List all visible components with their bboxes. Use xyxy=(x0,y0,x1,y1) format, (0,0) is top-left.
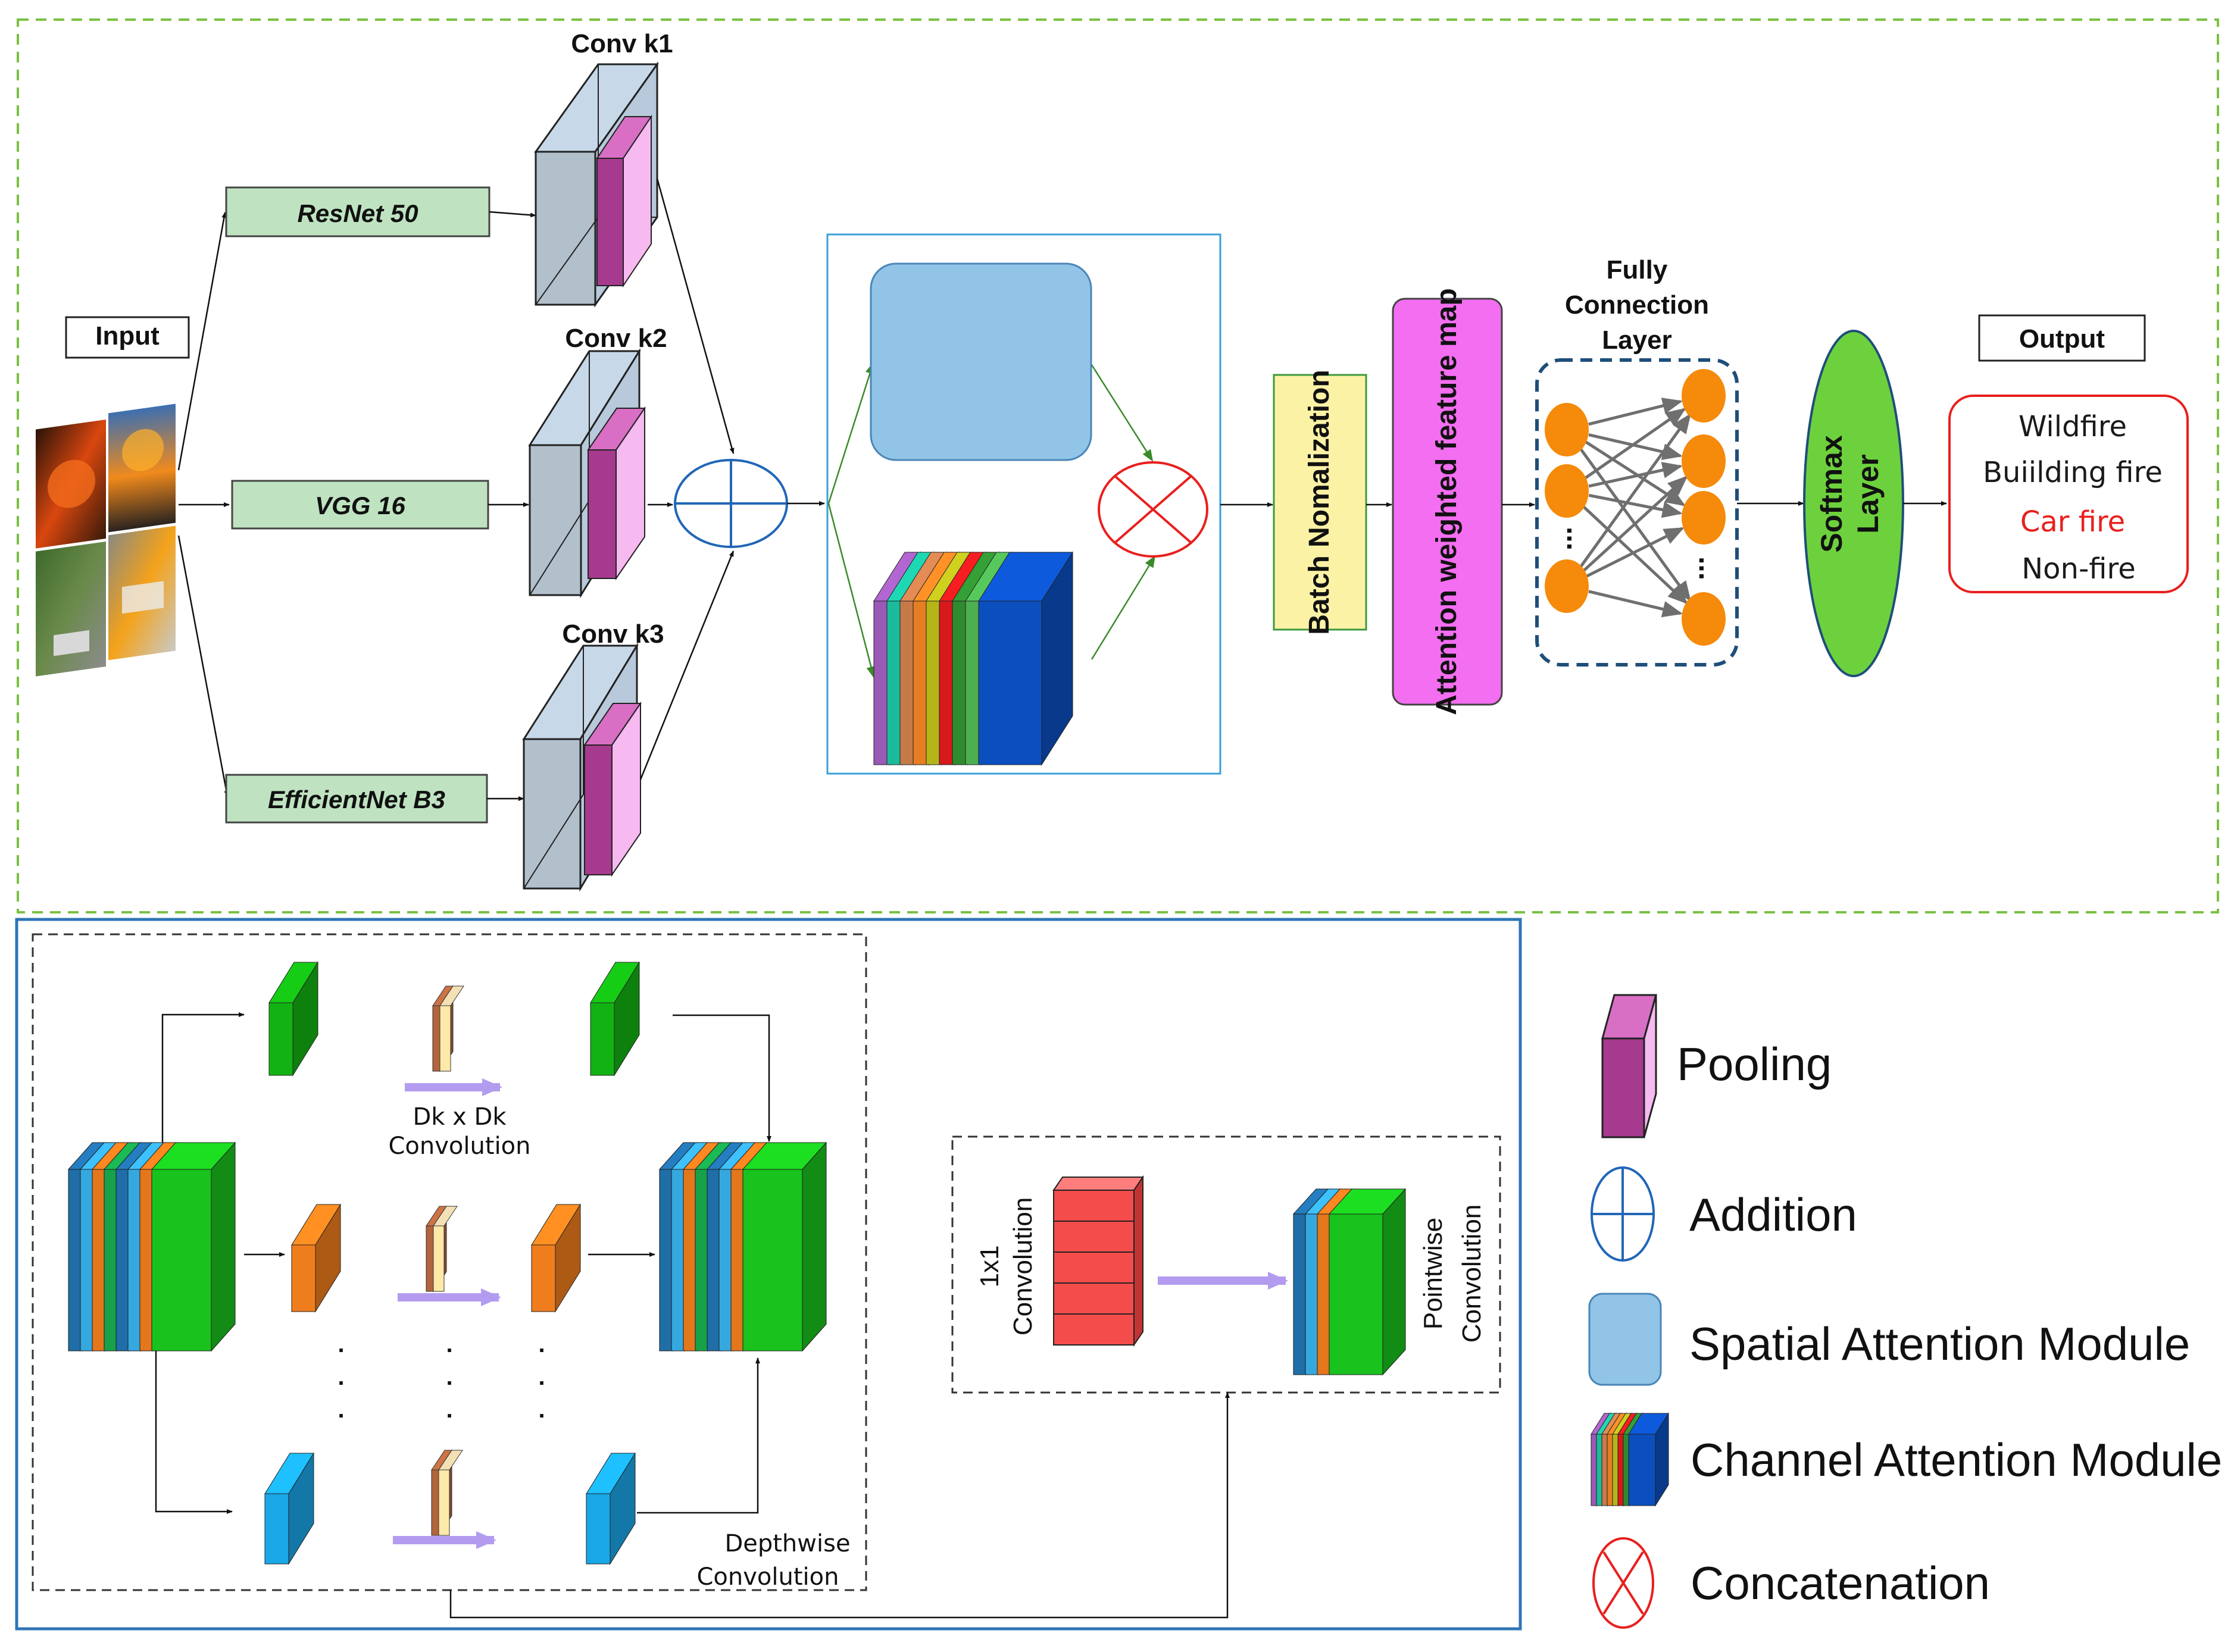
attention-weighted-map-label: Attention weighted feature map xyxy=(1431,288,1463,715)
input-images xyxy=(36,403,176,677)
softmax-label: Softmax Layer xyxy=(1815,435,1885,552)
legend-label-concatenation: Concatenation xyxy=(1691,1557,1990,1609)
pooling-icon xyxy=(1601,994,1657,1138)
legend: Pooling Addition Spatial Attention Modul… xyxy=(1588,994,2222,1629)
fc-layer-title: Fully Connection Layer xyxy=(1565,255,1709,355)
output-label: Output xyxy=(2019,324,2105,353)
attention-weighted-map-box xyxy=(1392,298,1503,706)
bottom-panel-border xyxy=(15,918,1522,1631)
one-by-one-conv-label: 1x1 Convolution xyxy=(975,1197,1038,1335)
svg-text:Layer: Layer xyxy=(1851,454,1885,533)
conv-addition-arrows xyxy=(639,178,735,780)
pointwise-conv-label: Pointwise Convolution xyxy=(1418,1204,1486,1343)
backbone-boxes: ResNet 50 VGG 16 EfficientNet B3 xyxy=(225,186,490,824)
depthwise-box xyxy=(32,933,867,1591)
backbone-vgg-label: VGG 16 xyxy=(315,492,405,520)
backbone-vgg-box xyxy=(231,480,489,530)
conv-k2-label: Conv k2 xyxy=(565,324,667,353)
output-class-non-fire: Non-fire xyxy=(2021,552,2135,586)
svg-text:Convolution: Convolution xyxy=(1457,1204,1486,1343)
spatial-attention-icon xyxy=(1588,1293,1662,1386)
depthwise-feature-maps xyxy=(67,961,1407,1565)
backbone-conv-arrows xyxy=(487,211,536,801)
conv-block-k3 xyxy=(522,642,642,892)
svg-text:.: . xyxy=(538,1331,545,1357)
input-label: Input xyxy=(95,321,160,351)
output-classes: Wildfire Buiilding fire Car fire Non-fir… xyxy=(1983,410,2163,586)
fc-left-ellipsis: ... xyxy=(1546,527,1578,550)
svg-text:Pointwise: Pointwise xyxy=(1418,1218,1448,1329)
svg-text:Fully: Fully xyxy=(1607,255,1668,284)
svg-text:Layer: Layer xyxy=(1602,326,1671,355)
output-class-building-fire: Buiilding fire xyxy=(1983,456,2163,489)
output-label-box xyxy=(1978,314,2146,362)
backbone-resnet-box xyxy=(225,186,490,237)
svg-text:.: . xyxy=(338,1364,344,1390)
svg-text:.: . xyxy=(538,1364,545,1390)
legend-label-pooling: Pooling xyxy=(1677,1038,1832,1090)
svg-text:Connection: Connection xyxy=(1565,290,1709,320)
concatenation-icon xyxy=(1592,1537,1654,1629)
addition-icon xyxy=(1591,1166,1655,1262)
conv-k3-label: Conv k3 xyxy=(562,620,664,649)
batch-normalization-label: Batch Nomalization xyxy=(1304,370,1335,634)
svg-text:Convolution: Convolution xyxy=(1008,1197,1038,1335)
svg-text:.: . xyxy=(446,1331,452,1357)
legend-label-spatial-attention: Spatial Attention Module xyxy=(1689,1318,2190,1370)
batch-normalization-box xyxy=(1273,374,1367,631)
svg-text:Softmax: Softmax xyxy=(1815,435,1848,552)
channel-attention-icon xyxy=(1591,1412,1669,1507)
svg-text:Convolution: Convolution xyxy=(697,1563,839,1591)
output-class-car-fire: Car fire xyxy=(2020,505,2125,539)
depthwise-label: Depthwise Convolution xyxy=(697,1530,851,1591)
channel-attention-module xyxy=(873,551,1073,766)
input-label-box xyxy=(65,316,190,359)
spatial-attention-module xyxy=(870,262,1092,461)
legend-label-addition: Addition xyxy=(1689,1188,1857,1241)
output-class-wildfire: Wildfire xyxy=(2019,410,2127,443)
svg-text:.: . xyxy=(338,1397,344,1423)
output-classes-box xyxy=(1948,395,2189,593)
svg-text:.: . xyxy=(338,1331,344,1357)
top-panel-border xyxy=(17,18,2219,913)
attention-inner-arrows xyxy=(827,362,1156,678)
fc-network xyxy=(1545,369,1726,646)
svg-text:Depthwise: Depthwise xyxy=(724,1530,850,1557)
svg-text:Convolution: Convolution xyxy=(389,1132,531,1160)
addition-node xyxy=(674,459,788,548)
ellipsis-dots: ... ... ... xyxy=(338,1331,545,1423)
concatenation-node xyxy=(1098,461,1208,558)
backbone-efficientnet-label: EfficientNet B3 xyxy=(268,786,445,814)
dk-conv-arrows xyxy=(393,1078,1288,1549)
backbone-resnet-label: ResNet 50 xyxy=(297,199,418,227)
conv-block-k2 xyxy=(528,348,646,599)
input-fanout-arrows xyxy=(177,212,230,797)
fc-layer-box xyxy=(1535,358,1739,667)
svg-text:.: . xyxy=(446,1364,452,1390)
depthwise-arrows xyxy=(155,1012,1230,1619)
svg-text:Dk x Dk: Dk x Dk xyxy=(413,1103,507,1131)
conv-block-k1 xyxy=(534,61,659,308)
dk-conv-label: Dk x Dk Convolution xyxy=(389,1103,531,1160)
fc-right-ellipsis: ... xyxy=(1679,556,1710,580)
conv-k1-label: Conv k1 xyxy=(571,29,673,58)
svg-text:.: . xyxy=(446,1397,452,1423)
backbone-efficientnet-box xyxy=(225,774,488,824)
svg-text:.: . xyxy=(538,1397,545,1423)
svg-text:1x1: 1x1 xyxy=(975,1246,1004,1288)
legend-label-channel-attention: Channel Attention Module xyxy=(1691,1434,2222,1486)
